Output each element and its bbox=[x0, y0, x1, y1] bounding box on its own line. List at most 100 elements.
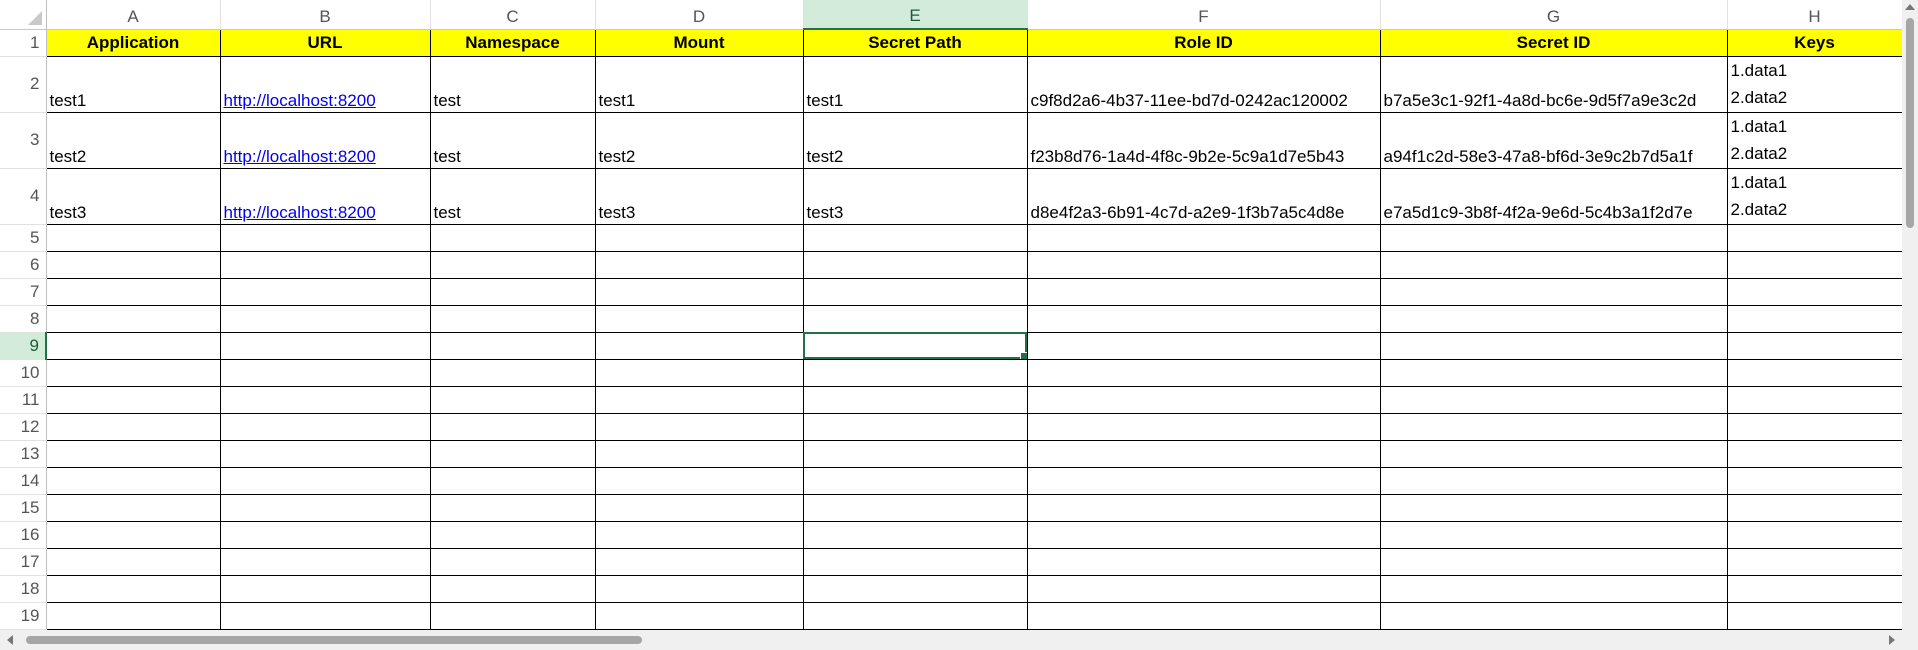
row-header[interactable]: 17 bbox=[0, 548, 47, 576]
empty-cell[interactable] bbox=[1379, 439, 1728, 468]
row-header[interactable]: 12 bbox=[0, 413, 47, 441]
row-header[interactable]: 18 bbox=[0, 575, 47, 603]
cell-url[interactable]: http://localhost:8200 bbox=[219, 55, 431, 113]
empty-cell[interactable] bbox=[219, 412, 431, 441]
empty-cell[interactable] bbox=[1379, 331, 1728, 360]
empty-cell[interactable] bbox=[219, 466, 431, 495]
cell-secret-path[interactable]: test2 bbox=[802, 111, 1028, 169]
cell-secret-id[interactable]: b7a5e3c1-92f1-4a8d-bc6e-9d5f7a9e3c2d bbox=[1379, 55, 1728, 113]
row-header[interactable]: 11 bbox=[0, 386, 47, 414]
empty-cell[interactable] bbox=[594, 547, 804, 576]
empty-cell[interactable] bbox=[802, 574, 1028, 603]
empty-cell[interactable] bbox=[1726, 547, 1902, 576]
row-header[interactable]: 19 bbox=[0, 602, 47, 630]
empty-cell[interactable] bbox=[429, 412, 596, 441]
empty-cell[interactable] bbox=[594, 574, 804, 603]
empty-cell[interactable] bbox=[45, 547, 221, 576]
column-header-g[interactable]: G bbox=[1380, 0, 1728, 30]
empty-cell[interactable] bbox=[1726, 574, 1902, 603]
empty-cell[interactable] bbox=[45, 520, 221, 549]
empty-cell[interactable] bbox=[45, 250, 221, 279]
empty-cell[interactable] bbox=[1379, 547, 1728, 576]
empty-cell[interactable] bbox=[594, 520, 804, 549]
cell-application[interactable]: test2 bbox=[45, 111, 221, 169]
cell-application[interactable]: test3 bbox=[45, 167, 221, 225]
empty-cell[interactable] bbox=[1379, 385, 1728, 414]
empty-cell[interactable] bbox=[594, 358, 804, 387]
empty-cell[interactable] bbox=[1726, 331, 1902, 360]
empty-cell[interactable] bbox=[802, 439, 1028, 468]
empty-cell[interactable] bbox=[429, 439, 596, 468]
empty-cell[interactable] bbox=[802, 493, 1028, 522]
scroll-right-arrow-icon[interactable] bbox=[1889, 635, 1895, 645]
empty-cell[interactable] bbox=[45, 601, 221, 630]
empty-cell[interactable] bbox=[1726, 358, 1902, 387]
cell-secret-path[interactable]: test1 bbox=[802, 55, 1028, 113]
empty-cell[interactable] bbox=[429, 277, 596, 306]
cell-mount[interactable]: test3 bbox=[594, 167, 804, 225]
empty-cell[interactable] bbox=[1379, 574, 1728, 603]
empty-cell[interactable] bbox=[594, 223, 804, 252]
cell-role-id[interactable]: f23b8d76-1a4d-4f8c-9b2e-5c9a1d7e5b43 bbox=[1026, 111, 1381, 169]
empty-cell[interactable] bbox=[802, 277, 1028, 306]
cell-url[interactable]: http://localhost:8200 bbox=[219, 167, 431, 225]
fill-handle[interactable] bbox=[1019, 351, 1026, 358]
empty-cell[interactable] bbox=[802, 547, 1028, 576]
empty-cell[interactable] bbox=[219, 439, 431, 468]
empty-cell[interactable] bbox=[1379, 277, 1728, 306]
empty-cell[interactable] bbox=[1026, 466, 1381, 495]
url-link[interactable]: http://localhost:8200 bbox=[223, 202, 376, 222]
header-cell-secret-path[interactable]: Secret Path bbox=[802, 28, 1028, 57]
empty-cell[interactable] bbox=[45, 493, 221, 522]
empty-cell[interactable] bbox=[1379, 223, 1728, 252]
column-header-d[interactable]: D bbox=[595, 0, 804, 30]
empty-cell[interactable] bbox=[594, 277, 804, 306]
row-header[interactable]: 7 bbox=[0, 278, 47, 306]
empty-cell[interactable] bbox=[1026, 385, 1381, 414]
empty-cell[interactable] bbox=[1026, 493, 1381, 522]
empty-cell[interactable] bbox=[1026, 574, 1381, 603]
cell-namespace[interactable]: test bbox=[429, 55, 596, 113]
empty-cell[interactable] bbox=[802, 520, 1028, 549]
empty-cell[interactable] bbox=[219, 547, 431, 576]
empty-cell[interactable] bbox=[1726, 412, 1902, 441]
scroll-left-arrow-icon[interactable] bbox=[7, 635, 13, 645]
empty-cell[interactable] bbox=[429, 385, 596, 414]
empty-cell[interactable] bbox=[429, 223, 596, 252]
row-header[interactable]: 5 bbox=[0, 224, 47, 252]
header-cell-secret-id[interactable]: Secret ID bbox=[1379, 28, 1728, 57]
empty-cell[interactable] bbox=[45, 304, 221, 333]
empty-cell[interactable] bbox=[1379, 601, 1728, 630]
cell-role-id[interactable]: d8e4f2a3-6b91-4c7d-a2e9-1f3b7a5c4d8e bbox=[1026, 167, 1381, 225]
header-cell-role-id[interactable]: Role ID bbox=[1026, 28, 1381, 57]
empty-cell[interactable] bbox=[1726, 304, 1902, 333]
empty-cell[interactable] bbox=[45, 331, 221, 360]
empty-cell[interactable] bbox=[429, 493, 596, 522]
empty-cell[interactable] bbox=[802, 304, 1028, 333]
empty-cell[interactable] bbox=[219, 250, 431, 279]
empty-cell[interactable] bbox=[219, 520, 431, 549]
cell-keys[interactable]: 1.data1 2.data2 bbox=[1726, 167, 1902, 225]
url-link[interactable]: http://localhost:8200 bbox=[223, 90, 376, 110]
empty-cell[interactable] bbox=[1026, 601, 1381, 630]
empty-cell[interactable] bbox=[802, 250, 1028, 279]
empty-cell[interactable] bbox=[1026, 520, 1381, 549]
row-header[interactable]: 14 bbox=[0, 467, 47, 495]
cell-mount[interactable]: test2 bbox=[594, 111, 804, 169]
cell-mount[interactable]: test1 bbox=[594, 55, 804, 113]
row-header[interactable]: 16 bbox=[0, 521, 47, 549]
empty-cell[interactable] bbox=[802, 466, 1028, 495]
empty-cell[interactable] bbox=[429, 331, 596, 360]
column-header-b[interactable]: B bbox=[220, 0, 431, 30]
empty-cell[interactable] bbox=[594, 385, 804, 414]
header-cell-keys[interactable]: Keys bbox=[1726, 28, 1902, 57]
empty-cell[interactable] bbox=[594, 493, 804, 522]
empty-cell[interactable] bbox=[219, 574, 431, 603]
empty-cell[interactable] bbox=[1726, 601, 1902, 630]
empty-cell[interactable] bbox=[45, 466, 221, 495]
column-header-e[interactable]: E bbox=[803, 0, 1028, 30]
empty-cell[interactable] bbox=[1026, 223, 1381, 252]
empty-cell[interactable] bbox=[219, 385, 431, 414]
empty-cell[interactable] bbox=[1026, 439, 1381, 468]
empty-cell[interactable] bbox=[1379, 466, 1728, 495]
